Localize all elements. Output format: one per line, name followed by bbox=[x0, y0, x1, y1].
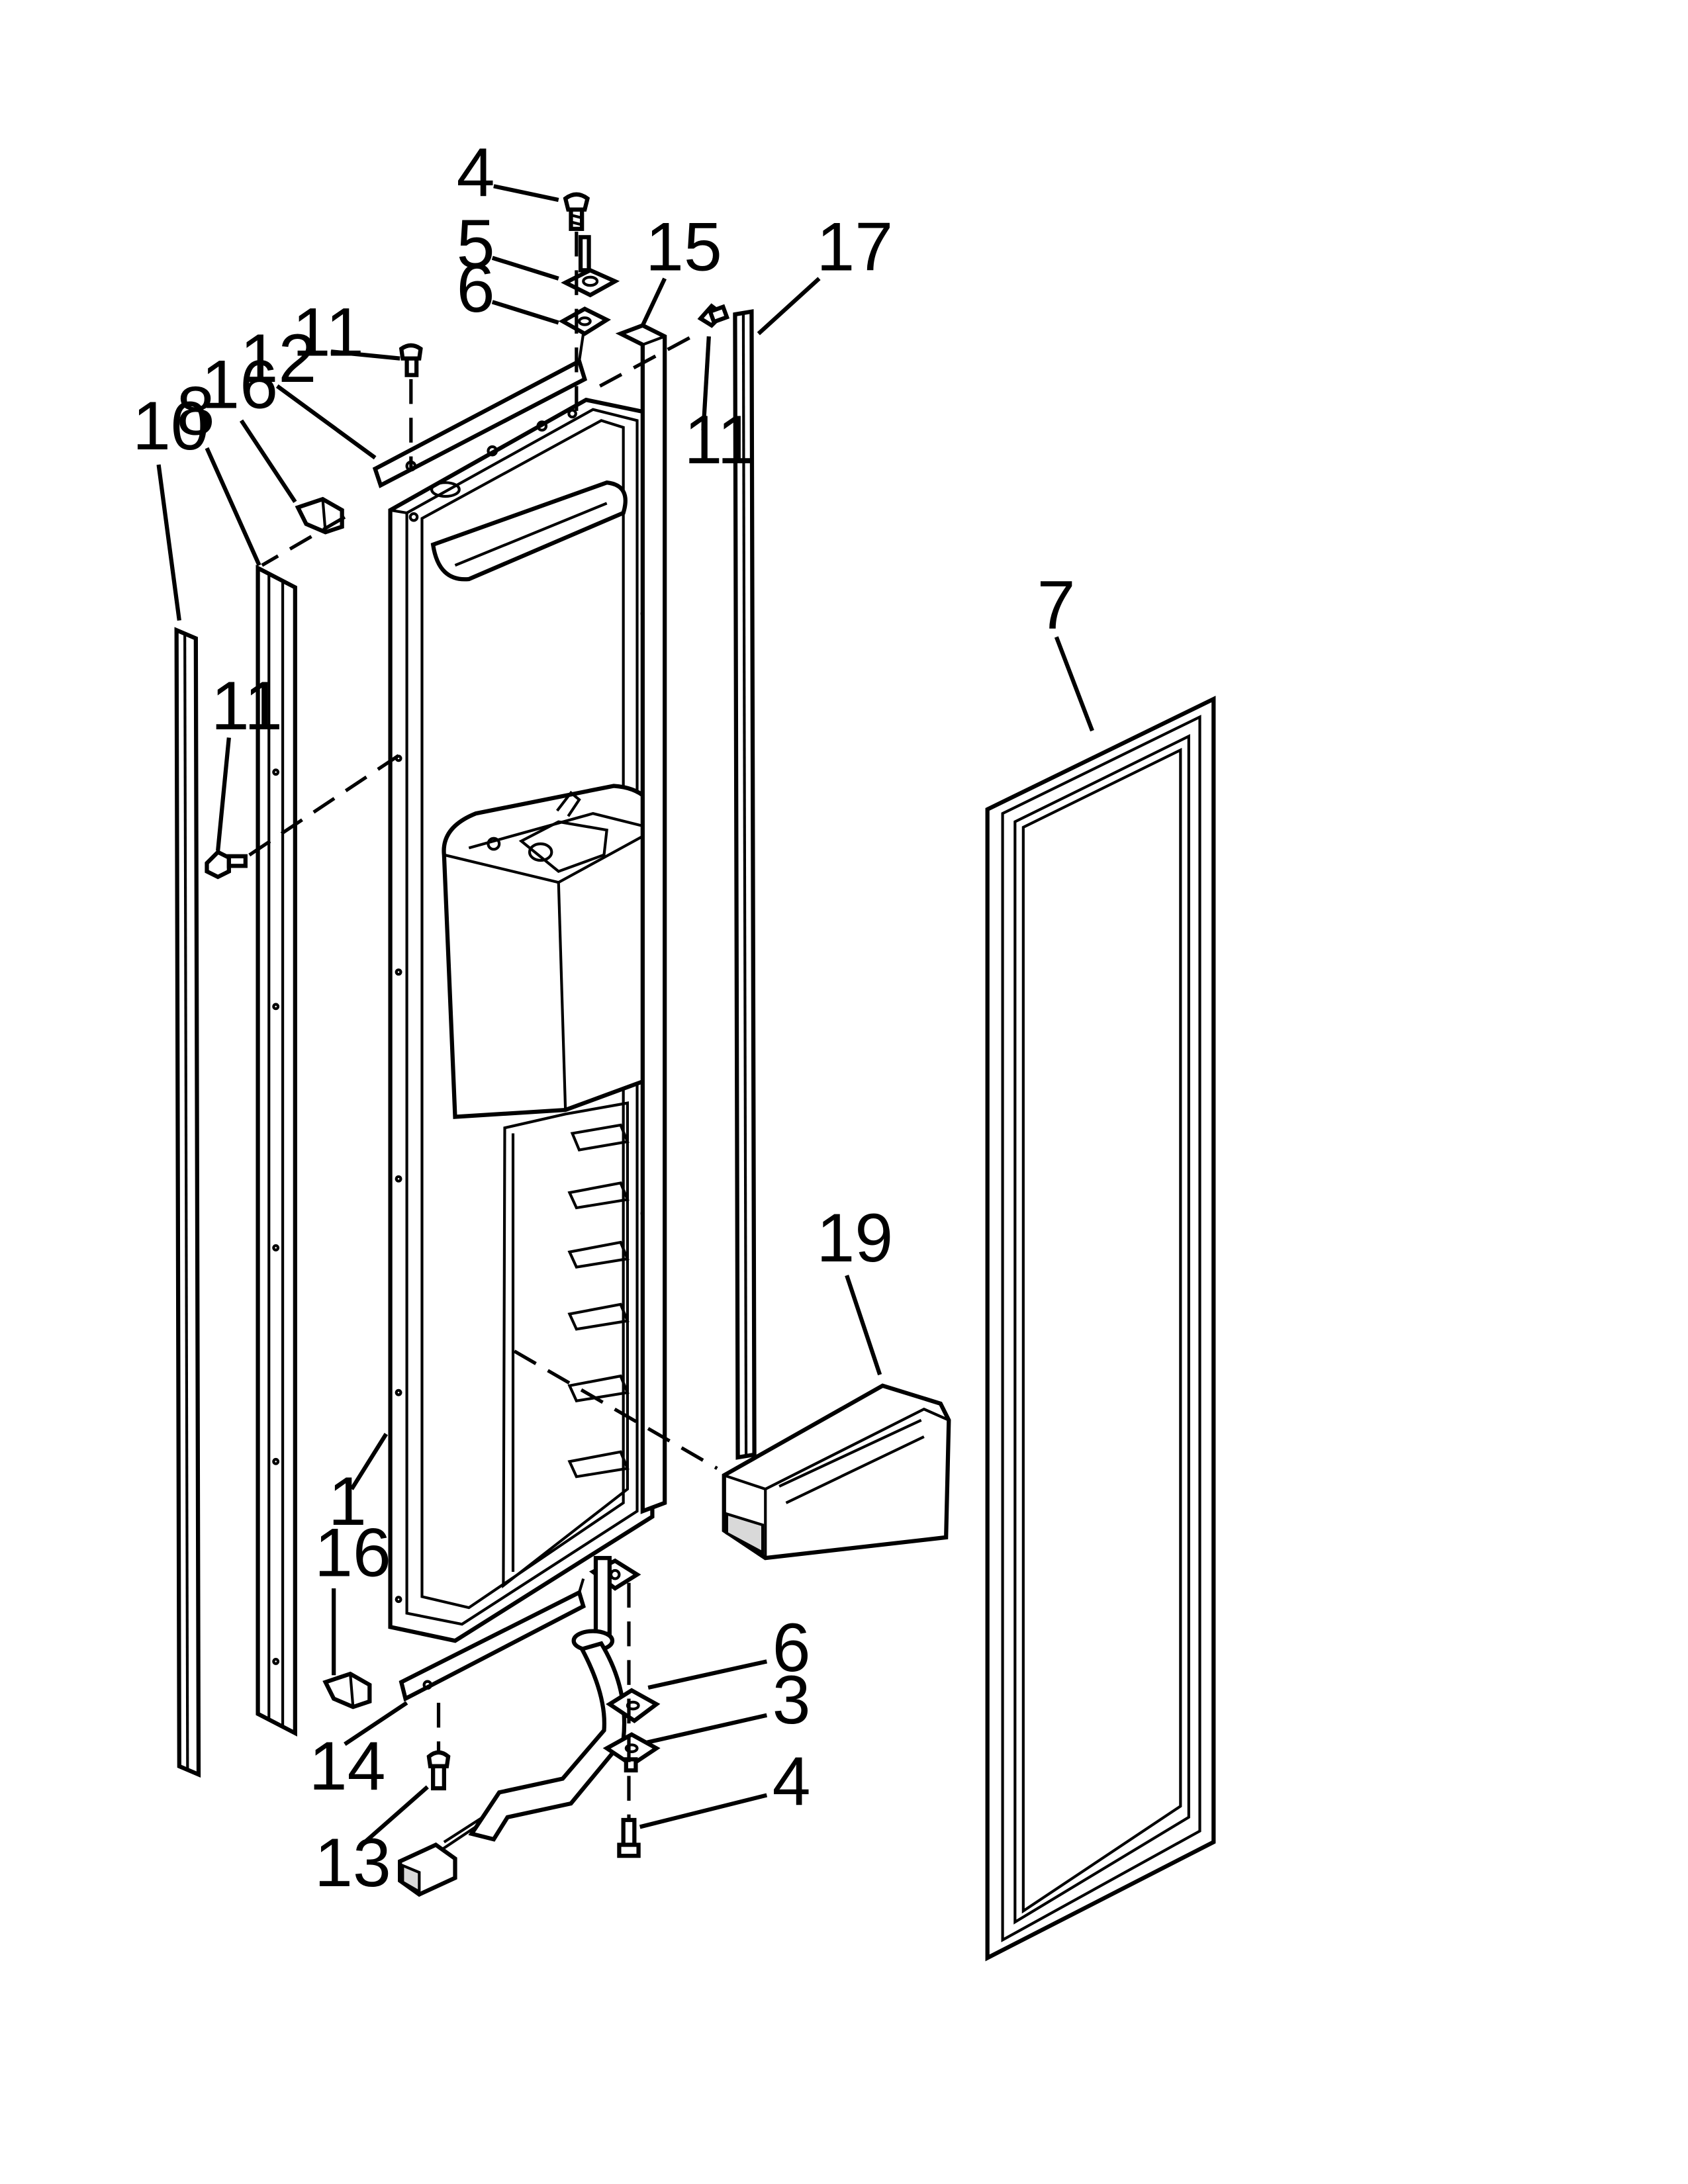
hinge-screw-top-part bbox=[563, 192, 590, 231]
bottom-bracket-part bbox=[399, 1578, 586, 1702]
screw-13-part bbox=[426, 1750, 451, 1791]
callout-12: 12 bbox=[240, 320, 317, 397]
screw-11-top-right-part bbox=[697, 303, 730, 328]
assembly-guide-lines bbox=[244, 232, 718, 1820]
trim-strip-right-part bbox=[733, 309, 757, 1460]
door-bin-part bbox=[722, 1383, 951, 1561]
callout-11-top-left: 11 bbox=[293, 295, 364, 371]
screw-11-top-left-part bbox=[399, 343, 423, 377]
callout-6-top: 6 bbox=[457, 250, 495, 327]
callout-4-bottom: 4 bbox=[773, 1743, 811, 1820]
trim-strip-part bbox=[174, 627, 201, 1778]
door-shell-part bbox=[388, 397, 661, 1643]
water-tube-part bbox=[438, 1556, 627, 1853]
callout-7: 7 bbox=[1037, 567, 1076, 644]
hinge-pin-part bbox=[561, 235, 620, 298]
callout-13: 13 bbox=[314, 1825, 391, 1901]
hinge-screw-bottom-part bbox=[617, 1817, 641, 1858]
clip-bottom-part bbox=[322, 1671, 372, 1709]
callout-5: 5 bbox=[457, 206, 495, 283]
callout-1: 1 bbox=[328, 1463, 367, 1540]
callout-4-top: 4 bbox=[457, 134, 495, 211]
callout-14: 14 bbox=[309, 1728, 386, 1805]
callout-15: 15 bbox=[645, 208, 722, 285]
top-bracket-part bbox=[372, 324, 588, 488]
callout-labels: 4 5 6 15 17 11 12 16 8 10 11 7 11 19 1 1… bbox=[132, 134, 1076, 1901]
callout-11-mid-left: 11 bbox=[211, 668, 283, 745]
screw-11-mid-left-part bbox=[205, 849, 248, 880]
wire-connector-part bbox=[398, 1842, 457, 1897]
clip-top-part bbox=[295, 496, 344, 535]
callout-3: 3 bbox=[773, 1662, 811, 1739]
callout-6-bottom: 6 bbox=[773, 1610, 811, 1686]
door-gasket-part bbox=[985, 696, 1216, 1962]
callout-17: 17 bbox=[816, 208, 893, 285]
bottom-hinge-part bbox=[602, 1732, 661, 1773]
callout-16-top: 16 bbox=[201, 347, 278, 424]
callout-19: 19 bbox=[816, 1200, 893, 1277]
side-channel-part bbox=[256, 565, 297, 1737]
callout-leaders bbox=[156, 184, 1094, 1850]
callout-11-top-right: 11 bbox=[684, 402, 755, 478]
callout-16-bottom: 16 bbox=[314, 1514, 391, 1591]
callout-10: 10 bbox=[132, 388, 209, 465]
hinge-shim-bottom-part bbox=[606, 1688, 661, 1723]
callout-8: 8 bbox=[177, 373, 215, 449]
hinge-shim-top-part bbox=[558, 306, 612, 336]
